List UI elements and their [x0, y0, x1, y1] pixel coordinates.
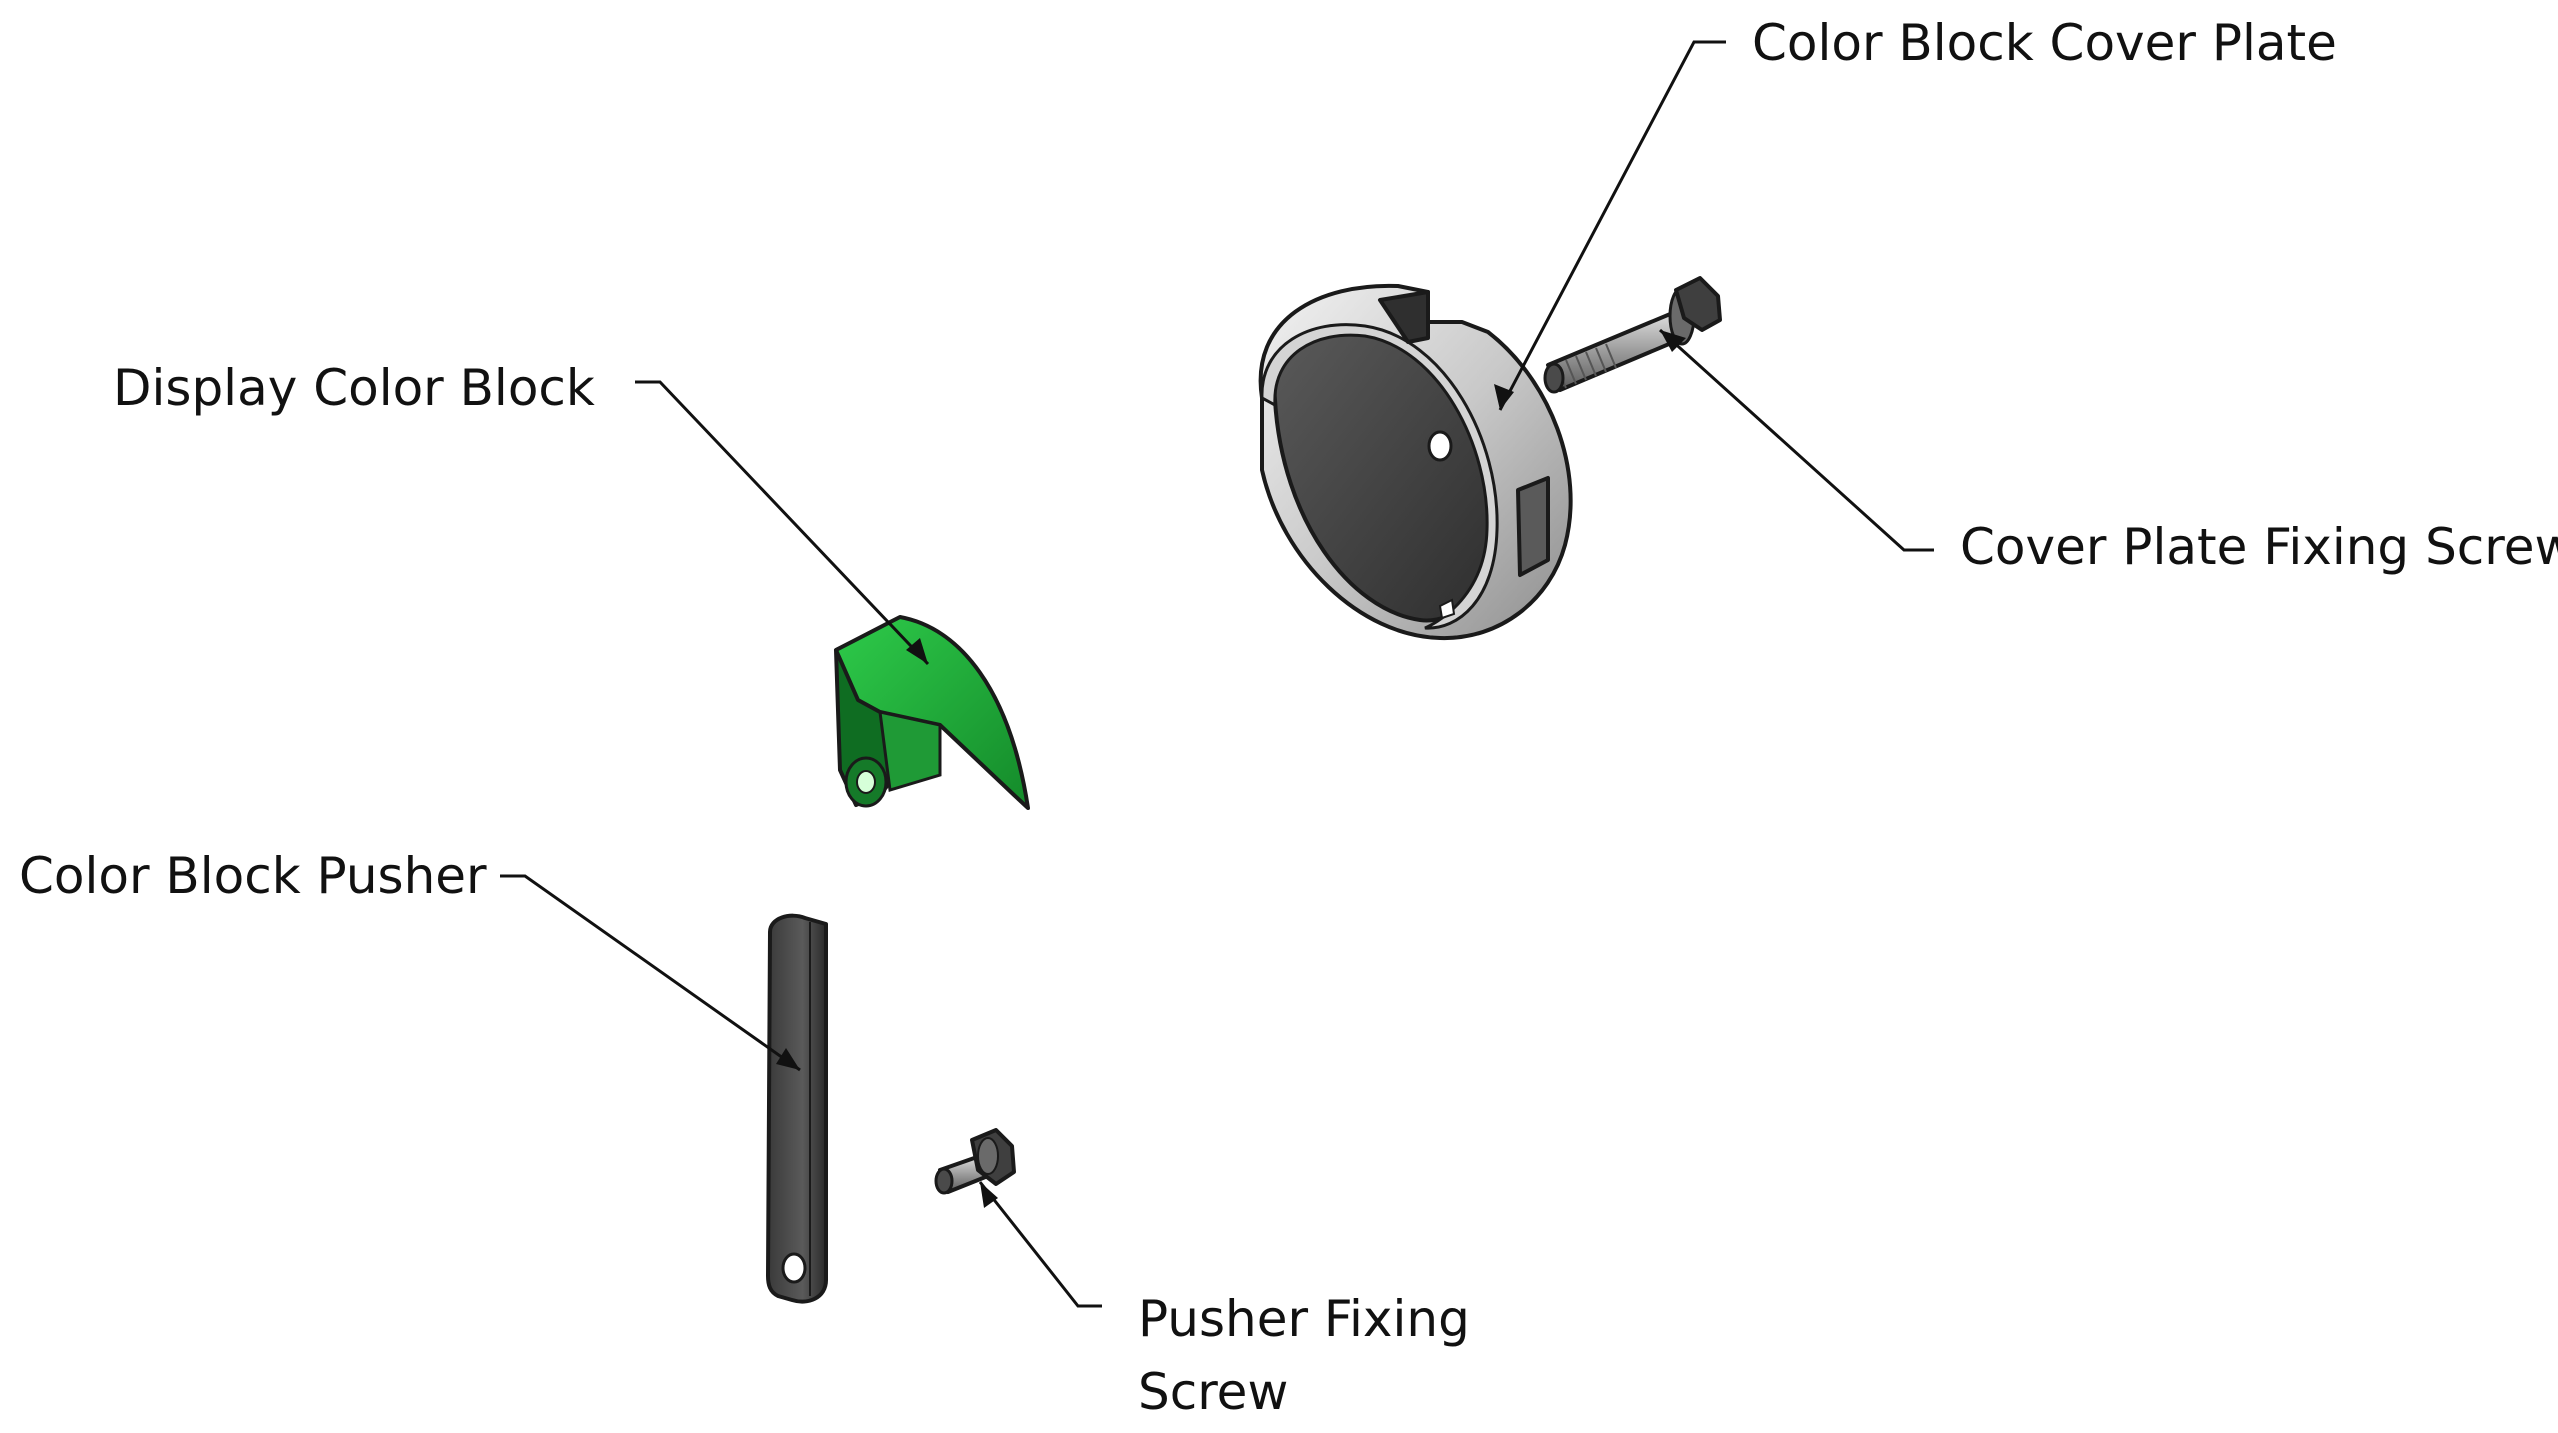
arrowhead-color-block — [906, 638, 928, 664]
leader-color-block-pusher — [500, 874, 801, 1072]
label-cover-plate-fixing-screw: Cover Plate Fixing Screw — [1960, 518, 2558, 576]
leader-color-block-cover-plate — [1498, 40, 1726, 411]
label-pusher-fixing-screw-line1: Pusher Fixing — [1138, 1290, 1470, 1348]
display-color-block-part — [834, 615, 1030, 810]
label-display-color-block: Display Color Block — [113, 359, 595, 417]
leader-cover-plate-fixing-screw — [1658, 328, 1934, 552]
leader-pusher-fixing-screw — [978, 1181, 1102, 1308]
arrowhead-pusher-screw — [980, 1182, 998, 1208]
arrowhead-cover-plate — [1494, 384, 1514, 410]
label-color-block-cover-plate: Color Block Cover Plate — [1752, 14, 2337, 72]
arrowhead-fixing-screw — [1660, 330, 1686, 352]
cover-plate-fixing-screw-part — [1543, 276, 1722, 394]
label-pusher-fixing-screw-line2: Screw — [1138, 1363, 1288, 1421]
arrowhead-pusher — [776, 1048, 800, 1070]
pusher-fixing-screw-part — [934, 1128, 1016, 1195]
leader-display-color-block — [635, 380, 930, 666]
color-block-pusher-part — [766, 913, 828, 1304]
color-block-cover-plate-part — [1258, 283, 1573, 641]
leader-lines — [500, 40, 1934, 1308]
label-color-block-pusher: Color Block Pusher — [19, 847, 487, 905]
